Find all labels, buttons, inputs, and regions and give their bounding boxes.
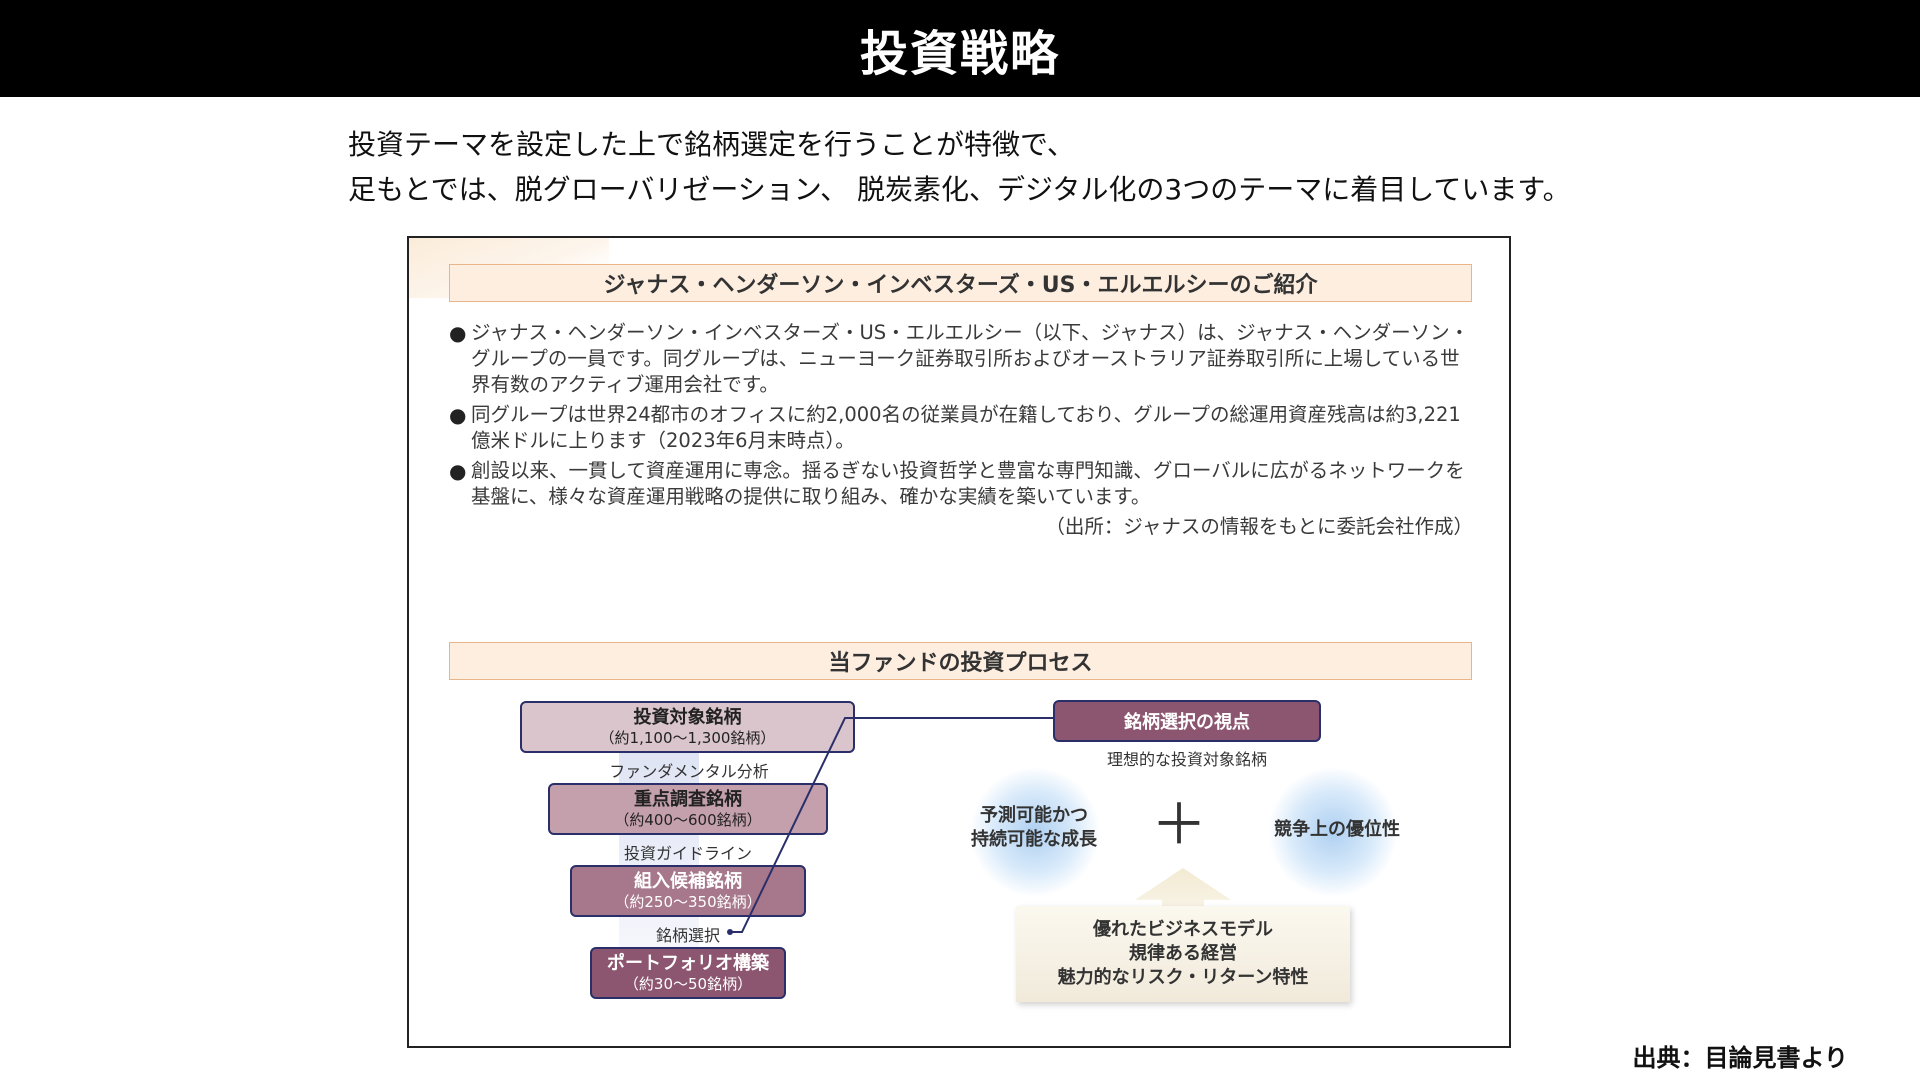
glow-right <box>1269 768 1397 896</box>
funnel-step-1: 投資対象銘柄 （約1,100〜1,300銘柄） <box>520 701 855 753</box>
bullet-text: 同グループは世界24都市のオフィスに約2,000名の従業員が在籍しており、グルー… <box>471 403 1461 452</box>
bullet-item: ● 創設以来、一貫して資産運用に専念。揺るぎない投資哲学と豊富な専門知識、グロー… <box>449 458 1475 510</box>
merit-item: 魅力的なリスク・リターン特性 <box>1057 967 1309 988</box>
source-note: （出所：ジャナスの情報をもとに委託会社作成） <box>1045 515 1473 538</box>
step-count: （約250〜350銘柄） <box>614 892 762 911</box>
header-bar: 投資戦略 <box>0 0 1920 97</box>
funnel-step-2: 重点調査銘柄 （約400〜600銘柄） <box>548 783 828 835</box>
step-title: 投資対象銘柄 <box>633 706 742 728</box>
merit-item: 優れたビジネスモデル <box>1093 919 1273 940</box>
intro-text: 投資テーマを設定した上で銘柄選定を行うことが特徴で、 足もとでは、脱グローバリゼ… <box>348 122 1571 212</box>
bullet-text: 創設以来、一貫して資産運用に専念。揺るぎない投資哲学と豊富な専門知識、グローバル… <box>471 459 1465 508</box>
bullet-marker: ● <box>449 459 467 483</box>
merit-item: 規律ある経営 <box>1129 943 1237 964</box>
filter-label-selection: 銘柄選択 <box>655 926 721 945</box>
bullet-text: ジャナス・ヘンダーソン・インベスターズ・US・エルエルシー（以下、ジャナス）は、… <box>471 321 1470 396</box>
step-count: （約1,100〜1,300銘柄） <box>599 728 776 747</box>
glow-left <box>971 768 1099 896</box>
company-section-heading: ジャナス・ヘンダーソン・インベスターズ・US・エルエルシーのご紹介 <box>449 264 1472 302</box>
merits-box: 優れたビジネスモデル 規律ある経営 魅力的なリスク・リターン特性 <box>1016 906 1350 1002</box>
funnel-step-3: 組入候補銘柄 （約250〜350銘柄） <box>570 865 806 917</box>
bullet-marker: ● <box>449 403 467 427</box>
competitive-advantage-criterion: 競争上の優位性 <box>1274 819 1400 840</box>
viewpoint-heading: 銘柄選択の視点 <box>1053 700 1321 742</box>
step-title: 組入候補銘柄 <box>634 870 742 892</box>
bullet-item: ● ジャナス・ヘンダーソン・インベスターズ・US・エルエルシー（以下、ジャナス）… <box>449 320 1475 398</box>
page-title: 投資戦略 <box>859 25 1060 82</box>
filter-label-guideline: 投資ガイドライン <box>623 844 753 863</box>
filter-label-fundamental: ファンダメンタル分析 <box>609 762 769 781</box>
connector-dot <box>727 929 733 935</box>
bullet-marker: ● <box>449 321 467 345</box>
growth-criterion: 予測可能かつ 持続可能な成長 <box>971 805 1097 850</box>
step-count: （約400〜600銘柄） <box>614 810 762 829</box>
ideal-stock-label: 理想的な投資対象銘柄 <box>1106 750 1267 769</box>
intro-line-2: 足もとでは、脱グローバリゼーション、 脱炭素化、デジタル化の3つのテーマに着目し… <box>348 173 1571 206</box>
prospectus-excerpt: ジャナス・ヘンダーソン・インベスターズ・US・エルエルシーのご紹介 ● ジャナス… <box>407 236 1511 1048</box>
company-bullets: ● ジャナス・ヘンダーソン・インベスターズ・US・エルエルシー（以下、ジャナス）… <box>449 320 1475 540</box>
step-title: ポートフォリオ構築 <box>607 952 769 974</box>
intro-line-1: 投資テーマを設定した上で銘柄選定を行うことが特徴で、 <box>348 128 1075 161</box>
plus-icon: ＋ <box>1151 793 1207 858</box>
process-section-heading: 当ファンドの投資プロセス <box>449 642 1472 680</box>
step-count: （約30〜50銘柄） <box>623 974 753 993</box>
step-title: 重点調査銘柄 <box>634 788 742 810</box>
bullet-item: ● 同グループは世界24都市のオフィスに約2,000名の従業員が在籍しており、グ… <box>449 402 1475 454</box>
funnel-step-4: ポートフォリオ構築 （約30〜50銘柄） <box>590 947 786 999</box>
source-credit: 出典：目論見書より <box>1632 1044 1848 1072</box>
